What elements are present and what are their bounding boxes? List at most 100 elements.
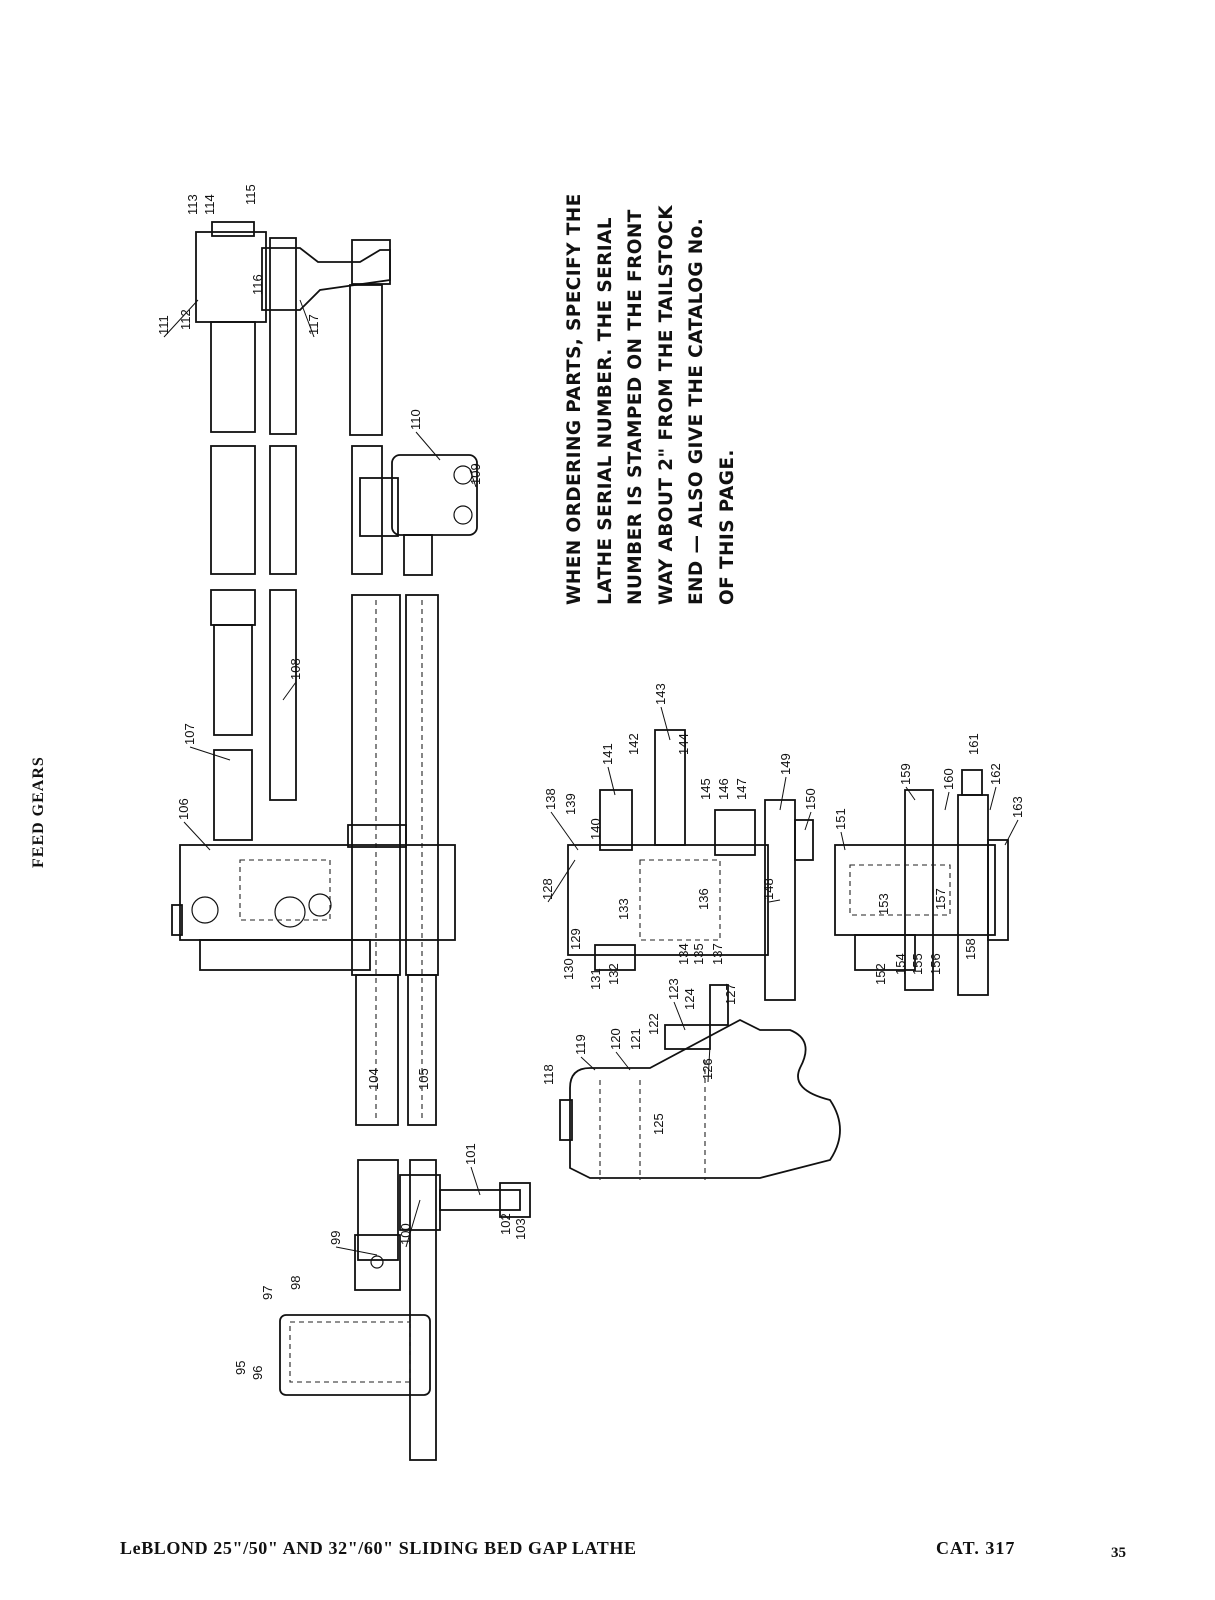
leader-101 xyxy=(470,1166,481,1196)
callout-156: 156 xyxy=(928,953,943,975)
callout-146: 146 xyxy=(716,778,731,800)
callout-143: 143 xyxy=(653,683,668,705)
callout-96: 96 xyxy=(250,1366,265,1380)
gear-147 xyxy=(714,809,756,856)
shaft-107-end xyxy=(213,749,253,841)
shaft-107-coupling xyxy=(210,589,256,626)
leader-lines xyxy=(163,299,1019,1256)
leader-150 xyxy=(804,811,812,831)
shaft-105-lower xyxy=(407,974,437,1126)
callout-98: 98 xyxy=(288,1276,303,1290)
callout-114: 114 xyxy=(202,194,217,215)
callout-152: 152 xyxy=(873,963,888,985)
callout-153: 153 xyxy=(876,893,891,915)
callout-101: 101 xyxy=(463,1143,478,1165)
gear-cluster-128-150 xyxy=(567,729,814,1001)
callout-125: 125 xyxy=(651,1113,666,1135)
notice-line: WAY ABOUT 2" FROM THE TAILSTOCK xyxy=(655,205,677,605)
callout-104: 104 xyxy=(366,1068,381,1090)
callout-97: 97 xyxy=(260,1286,275,1300)
leader-123 xyxy=(673,1001,686,1031)
leader-106 xyxy=(183,821,211,851)
lower-left-assembly xyxy=(279,1174,531,1396)
shaft-105-end xyxy=(409,1159,437,1461)
hidden-gear-stack-2 xyxy=(849,864,951,916)
callout-112: 112 xyxy=(178,309,193,330)
apron-knob-118 xyxy=(559,1099,573,1141)
callout-160: 160 xyxy=(941,768,956,790)
gear-b xyxy=(274,896,306,928)
callout-145: 145 xyxy=(698,778,713,800)
callout-154: 154 xyxy=(893,953,908,975)
shaft-141 xyxy=(599,789,633,851)
callout-110: 110 xyxy=(408,409,423,430)
rod-108-lower xyxy=(269,589,297,801)
callout-102: 102 xyxy=(498,1213,513,1235)
callout-133: 133 xyxy=(616,898,631,920)
callout-123: 123 xyxy=(666,978,681,1000)
leader-151 xyxy=(840,831,846,851)
callout-141: 141 xyxy=(600,743,615,765)
collar-113 xyxy=(211,221,255,237)
notice-line: WHEN ORDERING PARTS, SPECIFY THE xyxy=(564,193,585,605)
callout-124: 124 xyxy=(682,988,697,1010)
callout-105: 105 xyxy=(416,1068,431,1090)
leader-143 xyxy=(660,706,671,741)
callout-132: 132 xyxy=(606,963,621,985)
shaft-148 xyxy=(764,799,796,1001)
leader-138 xyxy=(550,811,579,851)
shaft-159 xyxy=(904,789,934,991)
handle-127 xyxy=(709,984,729,1026)
bolt-109-bottom xyxy=(453,505,473,525)
shaft-107-lower xyxy=(213,624,253,736)
callout-108: 108 xyxy=(288,658,303,680)
callout-113: 113 xyxy=(185,194,200,215)
apron-section-118-127 xyxy=(559,984,841,1180)
shaft-143 xyxy=(654,729,686,846)
leader-119 xyxy=(580,1056,596,1071)
callout-151: 151 xyxy=(833,808,848,830)
callout-136: 136 xyxy=(696,888,711,910)
callout-99: 99 xyxy=(328,1231,343,1245)
page-number: 35 xyxy=(1111,1545,1126,1561)
callout-135: 135 xyxy=(691,943,706,965)
gear-cluster-151-163 xyxy=(834,769,1009,996)
notice-line: LATHE SERIAL NUMBER. THE SERIAL xyxy=(594,217,616,605)
arm-101 xyxy=(439,1189,521,1211)
lever-hub xyxy=(351,239,391,285)
hidden-gear-stack xyxy=(639,859,721,941)
callout-106: 106 xyxy=(176,798,191,820)
callout-119: 119 xyxy=(573,1034,588,1055)
callout-128: 128 xyxy=(540,878,555,900)
gearbox-106 xyxy=(171,824,456,971)
ordering-notice: WHEN ORDERING PARTS, SPECIFY THE LATHE S… xyxy=(560,175,743,605)
callout-149: 149 xyxy=(778,753,793,775)
callout-100: 100 xyxy=(398,1223,413,1245)
rod-108-upper xyxy=(269,237,297,435)
leader-107 xyxy=(189,746,231,761)
leader-100 xyxy=(405,1199,421,1248)
gear-housing-128 xyxy=(567,844,769,956)
callout-103: 103 xyxy=(513,1218,528,1240)
hidden-gear-train xyxy=(239,859,331,921)
callout-111: 111 xyxy=(156,315,171,335)
plug-161 xyxy=(961,769,983,796)
callout-129: 129 xyxy=(568,928,583,950)
callout-122: 122 xyxy=(646,1013,661,1035)
gearbox-106-base xyxy=(199,939,371,971)
callout-155: 155 xyxy=(910,953,925,975)
lever-117 xyxy=(261,247,391,311)
notice-line: END — ALSO GIVE THE CATALOG No. xyxy=(686,217,707,605)
leader-110 xyxy=(415,431,441,461)
callout-139: 139 xyxy=(563,793,578,815)
callout-147: 147 xyxy=(734,778,749,800)
leader-120 xyxy=(615,1051,631,1071)
callout-130: 130 xyxy=(561,958,576,980)
gearbox-106-housing xyxy=(179,844,456,941)
gear-housing-base xyxy=(854,934,916,971)
callout-134: 134 xyxy=(676,943,691,965)
collar-150 xyxy=(794,819,814,861)
leader-141 xyxy=(607,766,616,796)
leader-148 xyxy=(768,899,781,903)
